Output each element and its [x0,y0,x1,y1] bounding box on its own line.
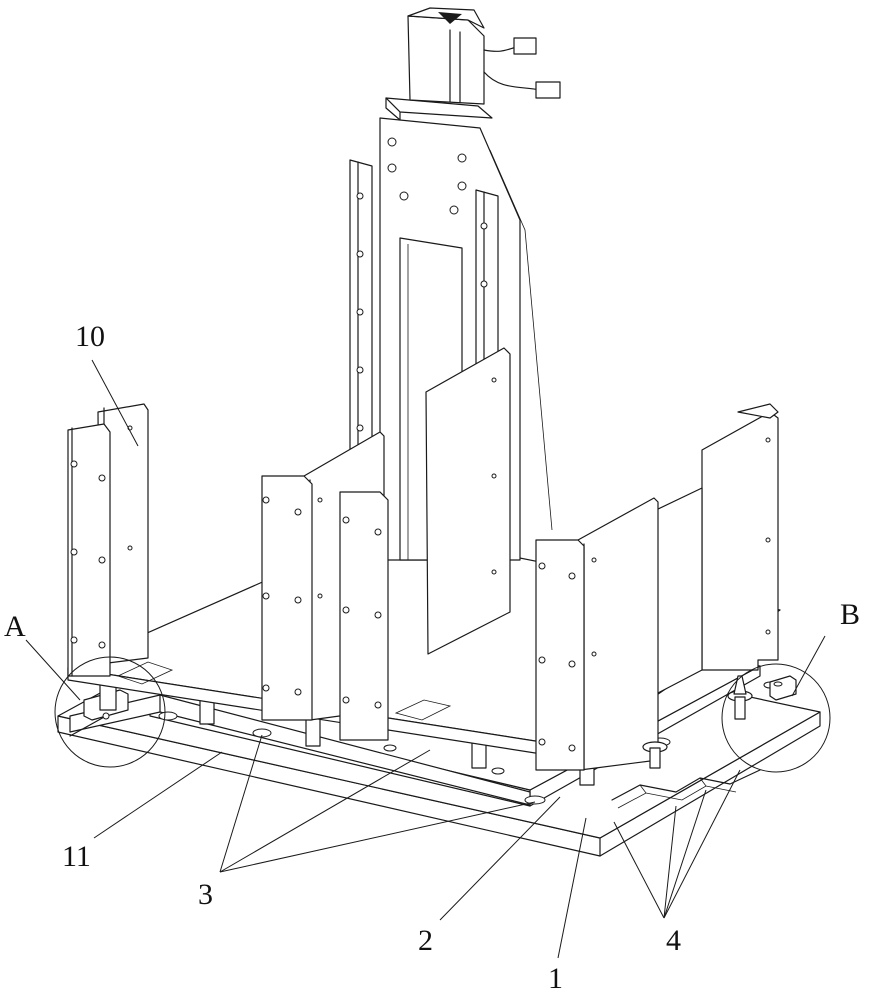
detail-circle-A [54,656,166,768]
callout-label-11: 11 [62,840,91,873]
callout-label-B: B [840,598,861,631]
callout-label-1: 1 [548,962,563,995]
leader-lines [25,359,826,959]
callout-label-4: 4 [666,924,681,957]
locating-pins [642,675,797,769]
right-guard-plates [535,403,779,771]
callout-label-10: 10 [75,320,105,353]
callout-label-A: A [4,610,26,643]
callout-label-3: 3 [198,878,213,911]
left-guard-plates [67,403,149,677]
callout-label-2: 2 [418,924,433,957]
center-guard-plates [261,347,511,741]
detail-circle-B [721,663,831,773]
servo-motor [385,7,561,121]
